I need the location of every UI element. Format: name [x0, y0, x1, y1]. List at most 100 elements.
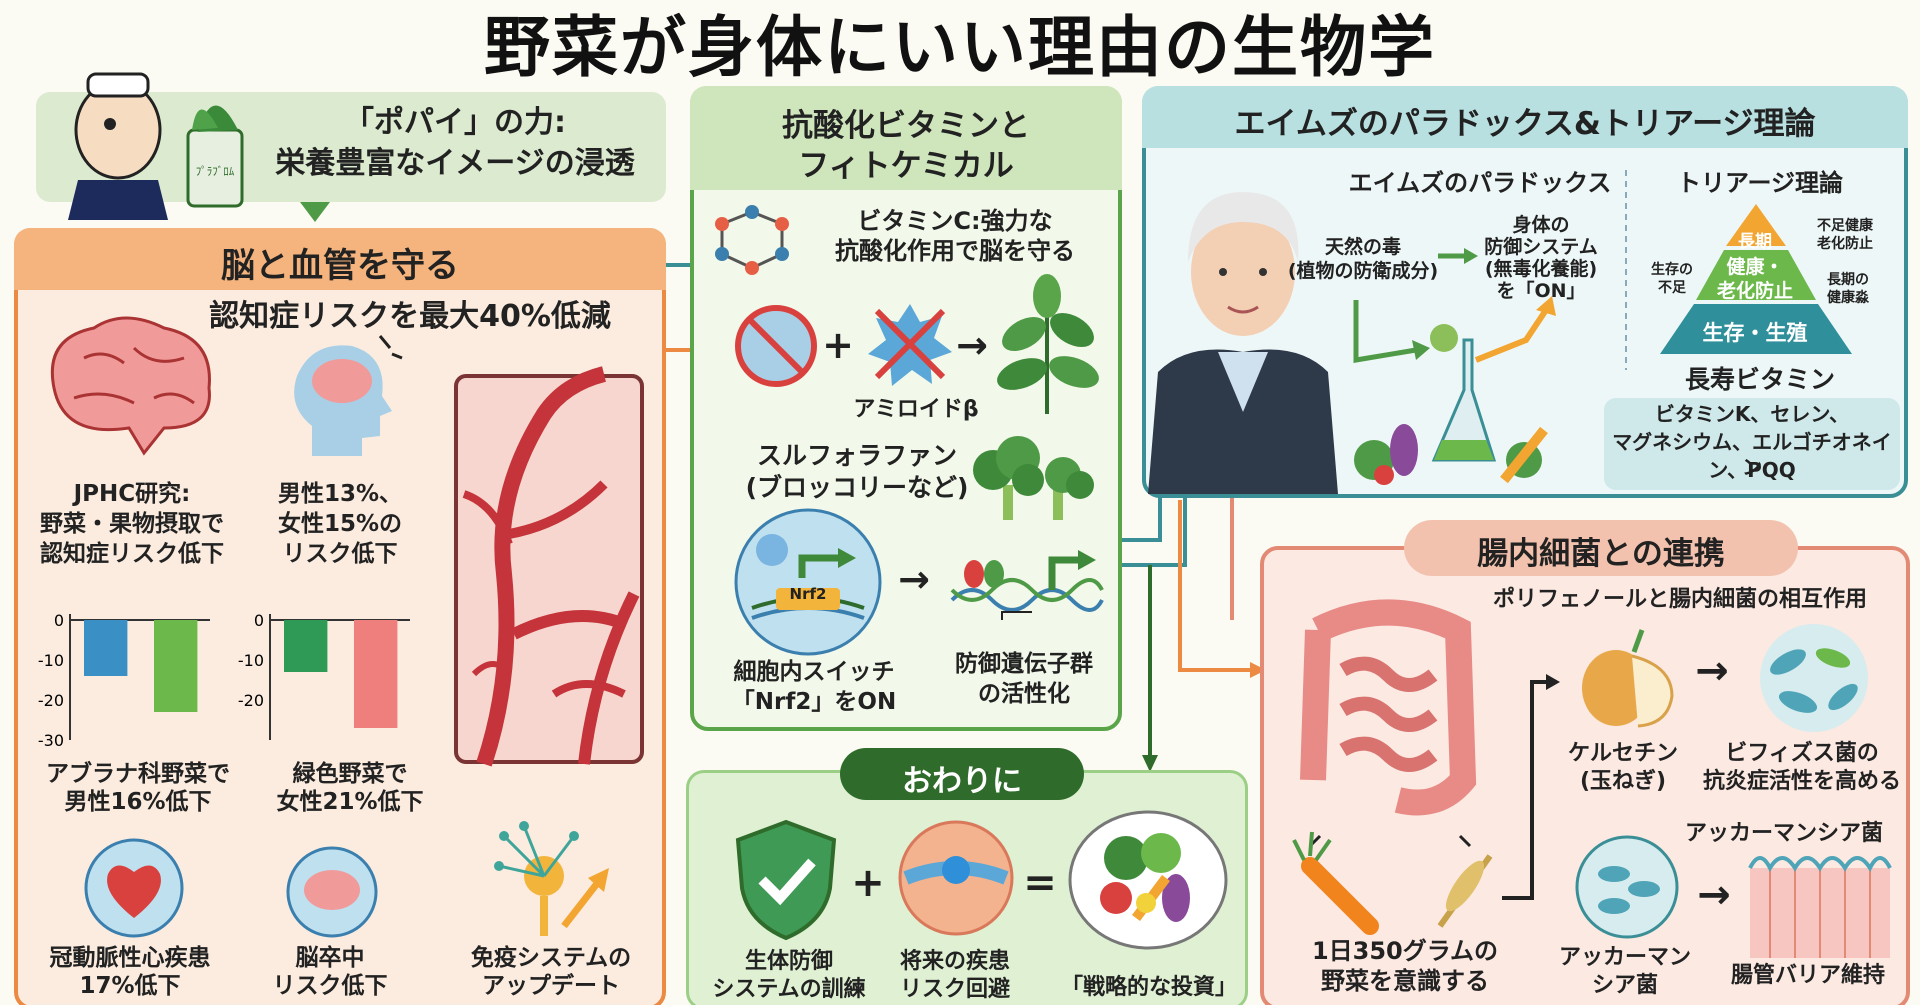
triage-title: トリアージ理論: [1676, 169, 1844, 197]
risk-avoid-icon: [898, 820, 1014, 936]
nrf2-badge: Nrf2: [789, 585, 827, 603]
barrier-text: 腸管バリア維持: [1730, 963, 1885, 988]
amyloid-label: アミロイドβ: [853, 397, 979, 422]
gut-arrow-2: →: [1697, 872, 1731, 918]
nrf2-cell-icon: [734, 508, 882, 656]
ames-portrait-icon: [1148, 192, 1338, 494]
triage-bottom: 生存・生殖: [1702, 321, 1808, 345]
popeye-icon: ﾌﾟﾗﾌﾞﾛﾑ: [68, 72, 244, 220]
triage-note-r2b: 健康淼: [1827, 290, 1869, 306]
chart-caption-2a: 緑色野菜で: [292, 761, 408, 787]
popeye-line-2: 栄養豊富なイメージの浸透: [275, 146, 635, 181]
immune-text-1: 免疫システムの: [470, 945, 632, 971]
brain-subtitle: 認知症リスクを最大40%低減: [209, 299, 611, 334]
triage-top: 長期: [1738, 232, 1772, 252]
ending-equals: =: [1023, 860, 1057, 906]
bifido-text-1: ビフィズス菌の: [1725, 741, 1879, 766]
stroke-text-1: 脳卒中: [295, 945, 365, 971]
sulforaphane-1: スルフォラファン: [756, 441, 957, 470]
chart-y-tick: -10: [238, 651, 264, 670]
longevity-title: 長寿ビタミン: [1684, 365, 1835, 394]
daily-text-1: 1日350グラムの: [1311, 937, 1499, 965]
leafy-plant-icon: [997, 274, 1099, 414]
gut-barrier-icon: [1748, 856, 1892, 958]
defense-text-4: を「ON」: [1496, 280, 1586, 302]
immune-text-2: アップデート: [482, 973, 620, 999]
brain-icon: [50, 316, 211, 456]
avoid-text-1: 将来の疾患: [899, 949, 1010, 974]
antioxidant-header-1: 抗酸化ビタミンと: [782, 108, 1030, 144]
head-brain-icon: [294, 335, 403, 456]
plus-sign: +: [822, 323, 854, 367]
toxin-text-2: (植物の防衛成分): [1287, 260, 1439, 282]
chart-y-tick: -10: [38, 651, 64, 670]
gut-branch-arrow: [1502, 674, 1560, 900]
triage-note-r1b: 老化防止: [1817, 236, 1873, 252]
broccoli-icon: [973, 436, 1094, 520]
chart-bar: [84, 620, 128, 676]
chart-caption-2b: 女性21%低下: [276, 789, 424, 815]
longevity-3: ン、PQQ: [1708, 458, 1796, 482]
longevity-box: [1604, 398, 1900, 490]
brain-panel-header: 脳と血管を守る: [221, 246, 459, 286]
stroke-brain-icon: [286, 846, 378, 938]
paradox-title: エイムズのパラドックス: [1348, 169, 1612, 197]
vegetable-plate-icon: [1068, 810, 1228, 950]
akkermansia-icon: [1575, 835, 1679, 939]
bifido-text-2: 抗炎症活性を高める: [1702, 769, 1901, 794]
gender-risk-3: リスク低下: [282, 541, 398, 567]
train-text-1: 生体防御: [744, 949, 833, 974]
shield-check-icon: [735, 819, 837, 941]
triage-mid-1: 健康・: [1726, 256, 1784, 278]
popeye-line-1: 「ポパイ」の力:: [344, 105, 566, 140]
triage-note-l2: 不足: [1658, 280, 1686, 296]
chart-bar: [154, 620, 198, 712]
daily-text-2: 野菜を意識する: [1321, 967, 1489, 995]
can-label: ﾌﾟﾗﾌﾞﾛﾑ: [196, 165, 235, 178]
triage-pyramid: [1660, 204, 1852, 354]
intestine-icon: [1300, 599, 1477, 816]
nrf2-text-1: 細胞内スイッチ: [733, 659, 895, 685]
defense-text-2: 防御システム: [1484, 236, 1598, 258]
no-symbol-icon: [735, 305, 817, 387]
bar-chart-cruciferous: 0-10-20-30: [38, 611, 210, 750]
arrow-1: →: [956, 323, 988, 367]
defense-text-1: 身体の: [1512, 214, 1570, 236]
onion-icon: [1582, 629, 1674, 728]
akk-label-2: シア菌: [1591, 973, 1658, 998]
brain-panel-header-bg: [14, 228, 666, 290]
gender-risk-2: 女性15%の: [277, 511, 403, 537]
carrot-grain-icon: [1292, 831, 1493, 935]
jphc-study-1: JPHC研究:: [73, 481, 191, 507]
quercetin-text-1: ケルセチン: [1567, 741, 1678, 766]
chart-y-tick: -20: [238, 691, 264, 710]
ending-plus: +: [851, 860, 885, 906]
akk-label-1: アッカーマン: [1558, 945, 1691, 970]
page-title: 野菜が身体にいい理由の生物学: [484, 9, 1436, 86]
toxin-text-1: 天然の毒: [1324, 236, 1401, 258]
amyloid-icon: [868, 304, 952, 386]
jphc-study-3: 認知症リスク低下: [40, 541, 224, 567]
gut-subtitle: ポリフェノールと腸内細菌の相互作用: [1492, 587, 1867, 612]
bar-chart-green-veg: 0 -10 -20: [238, 611, 410, 740]
immune-icon: [494, 821, 609, 936]
gut-arrow-1: →: [1695, 648, 1729, 694]
genes-text-1: 防御遺伝子群: [955, 651, 1093, 677]
jphc-study-2: 野菜・果物摂取で: [40, 511, 224, 537]
defense-text-3: (無毒化養能): [1484, 258, 1598, 280]
triage-mid-2: 老化防止: [1716, 280, 1793, 302]
ames-header: エイムズのパラドックス&トリアージ理論: [1234, 106, 1816, 142]
nrf2-text-2: 「Nrf2」をON: [731, 689, 897, 715]
chart-y-tick: 0: [254, 611, 264, 630]
chart-y-tick: 0: [54, 611, 64, 630]
sulforaphane-2: (ブロッコリーなど): [745, 473, 969, 502]
heart-text-2: 17%低下: [79, 973, 181, 999]
chart-bar: [284, 620, 328, 672]
stroke-text-2: リスク低下: [272, 973, 388, 999]
chart-bar: [354, 620, 398, 728]
ames-panel-header-bg: [1142, 86, 1908, 148]
train-text-2: システムの訓練: [712, 977, 866, 1002]
chart-caption-1b: 男性16%低下: [64, 789, 212, 815]
molecule-icon: [715, 205, 789, 275]
triage-note-r2a: 長期の: [1827, 272, 1869, 288]
